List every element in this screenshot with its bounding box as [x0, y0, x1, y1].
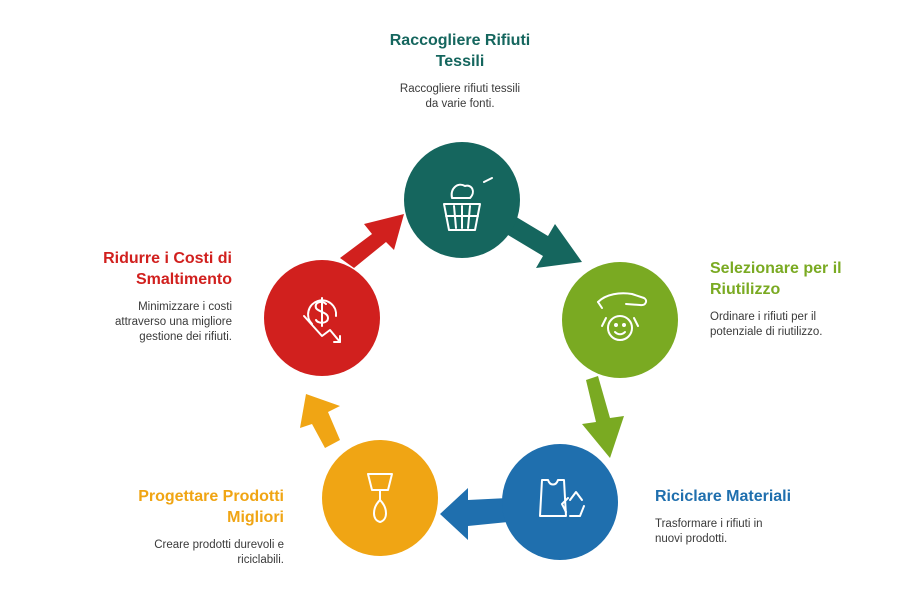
title-line: Tessili: [435, 53, 485, 70]
desc-line: Creare prodotti durevoli e: [154, 539, 284, 551]
title-line: Ridurre i Costi di: [103, 250, 232, 267]
desc-line: Minimizzare i costi: [138, 301, 232, 313]
arrow-recycle-to-design: [440, 488, 508, 540]
desc-line: da varie fonti.: [425, 98, 495, 110]
desc-line: attraverso una migliore: [115, 316, 232, 328]
hand-care-icon: [597, 292, 648, 341]
desc-line: riciclabili.: [237, 554, 284, 566]
step-title-recycle: Riciclare Materiali: [655, 486, 855, 507]
step-text-recycle: Riciclare Materiali Trasformare i rifiut…: [655, 486, 855, 547]
title-line: Smaltimento: [135, 271, 232, 288]
arrow-collect-to-sort: [503, 212, 582, 268]
step-desc-collect: Raccogliere rifiuti tessili da varie fon…: [370, 82, 550, 112]
step-desc-sort: Ordinare i rifiuti per il potenziale di …: [710, 310, 890, 340]
step-text-reduce: Ridurre i Costi di Smaltimento Minimizza…: [60, 248, 232, 345]
title-line: Riutilizzo: [710, 281, 781, 298]
lamp-icon: [367, 473, 393, 523]
title-line: Raccogliere Rifiuti: [389, 32, 531, 49]
desc-line: Ordinare i rifiuti per il: [710, 311, 817, 323]
step-title-reduce: Ridurre i Costi di Smaltimento: [60, 248, 232, 290]
step-desc-design: Creare prodotti durevoli e riciclabili.: [100, 538, 284, 568]
step-text-sort: Selezionare per il Riutilizzo Ordinare i…: [710, 258, 890, 340]
step-text-design: Progettare Prodotti Migliori Creare prod…: [100, 486, 284, 568]
step-title-sort: Selezionare per il Riutilizzo: [710, 258, 890, 300]
arrow-sort-to-recycle: [582, 376, 624, 458]
desc-line: potenziale di riutilizzo.: [710, 326, 823, 338]
step-desc-reduce: Minimizzare i costi attraverso una migli…: [60, 300, 232, 345]
step-circle-collect: [404, 142, 520, 258]
step-text-collect: Raccogliere Rifiuti Tessili Raccogliere …: [370, 30, 550, 112]
step-circle-sort: [562, 262, 678, 378]
dollar-down-icon: [303, 297, 341, 343]
desc-line: gestione dei rifiuti.: [139, 331, 232, 343]
title-line: Progettare Prodotti: [138, 488, 284, 505]
title-line: Riciclare Materiali: [655, 488, 792, 505]
arrow-design-to-reduce: [300, 394, 340, 448]
arrow-reduce-to-collect: [340, 214, 404, 268]
step-desc-recycle: Trasformare i rifiuti in nuovi prodotti.: [655, 517, 855, 547]
desc-line: Raccogliere rifiuti tessili: [399, 83, 521, 95]
title-line: Migliori: [227, 509, 284, 526]
step-title-collect: Raccogliere Rifiuti Tessili: [370, 30, 550, 72]
desc-line: Trasformare i rifiuti in: [655, 518, 763, 530]
step-title-design: Progettare Prodotti Migliori: [100, 486, 284, 528]
title-line: Selezionare per il: [710, 260, 842, 277]
recycle-bag-icon: [539, 479, 585, 517]
trash-basket-icon: [443, 177, 493, 231]
desc-line: nuovi prodotti.: [655, 533, 728, 545]
step-circle-recycle: [502, 444, 618, 560]
